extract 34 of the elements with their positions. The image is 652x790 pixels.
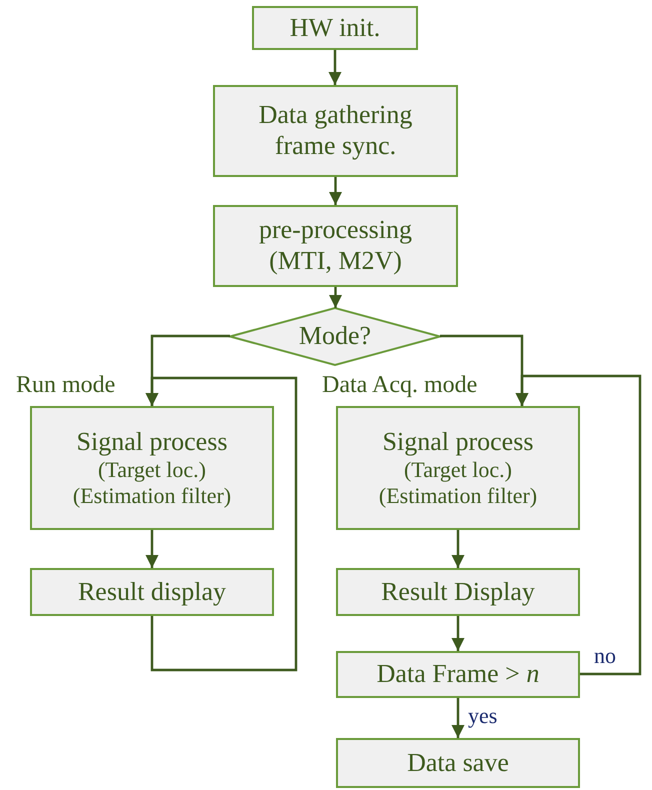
- box-text: (Estimation filter): [72, 483, 232, 510]
- process-box: [213, 85, 458, 177]
- box-text: pre-processing (MTI, M2V): [258, 215, 414, 277]
- arrow: [146, 530, 158, 568]
- box-text: Mode?: [298, 321, 372, 352]
- branch-label: Run mode: [16, 372, 116, 399]
- arrow: [146, 376, 298, 672]
- arrow: [452, 530, 464, 568]
- arrow: [329, 287, 342, 308]
- arrow: [328, 50, 342, 85]
- process-box: [252, 6, 418, 50]
- process-box: [336, 738, 580, 788]
- process-box: [336, 406, 580, 530]
- arrow: [516, 374, 642, 676]
- box-text: Signal process: [76, 426, 228, 458]
- box-text: (Estimation filter): [378, 483, 538, 510]
- arrow: [452, 616, 464, 651]
- box-text: (Target loc.): [98, 457, 206, 484]
- process-box: [336, 651, 580, 698]
- box-text: Signal process: [382, 426, 534, 458]
- box-text: Data Frame > n: [376, 659, 540, 690]
- arrow: [329, 177, 342, 205]
- box-text: (Target loc.): [404, 457, 512, 484]
- box-text: Result Display: [381, 576, 535, 608]
- process-box: [336, 568, 580, 616]
- process-box: [213, 205, 458, 287]
- process-box: [30, 568, 274, 616]
- branch-label: Data Acq. mode: [322, 372, 478, 399]
- arrow: [452, 698, 464, 738]
- box-text: HW init.: [290, 12, 380, 44]
- box-text: Data gathering frame sync.: [258, 100, 414, 162]
- box-text: Result display: [78, 576, 226, 608]
- process-box: [30, 406, 274, 530]
- box-text: Data save: [407, 748, 509, 778]
